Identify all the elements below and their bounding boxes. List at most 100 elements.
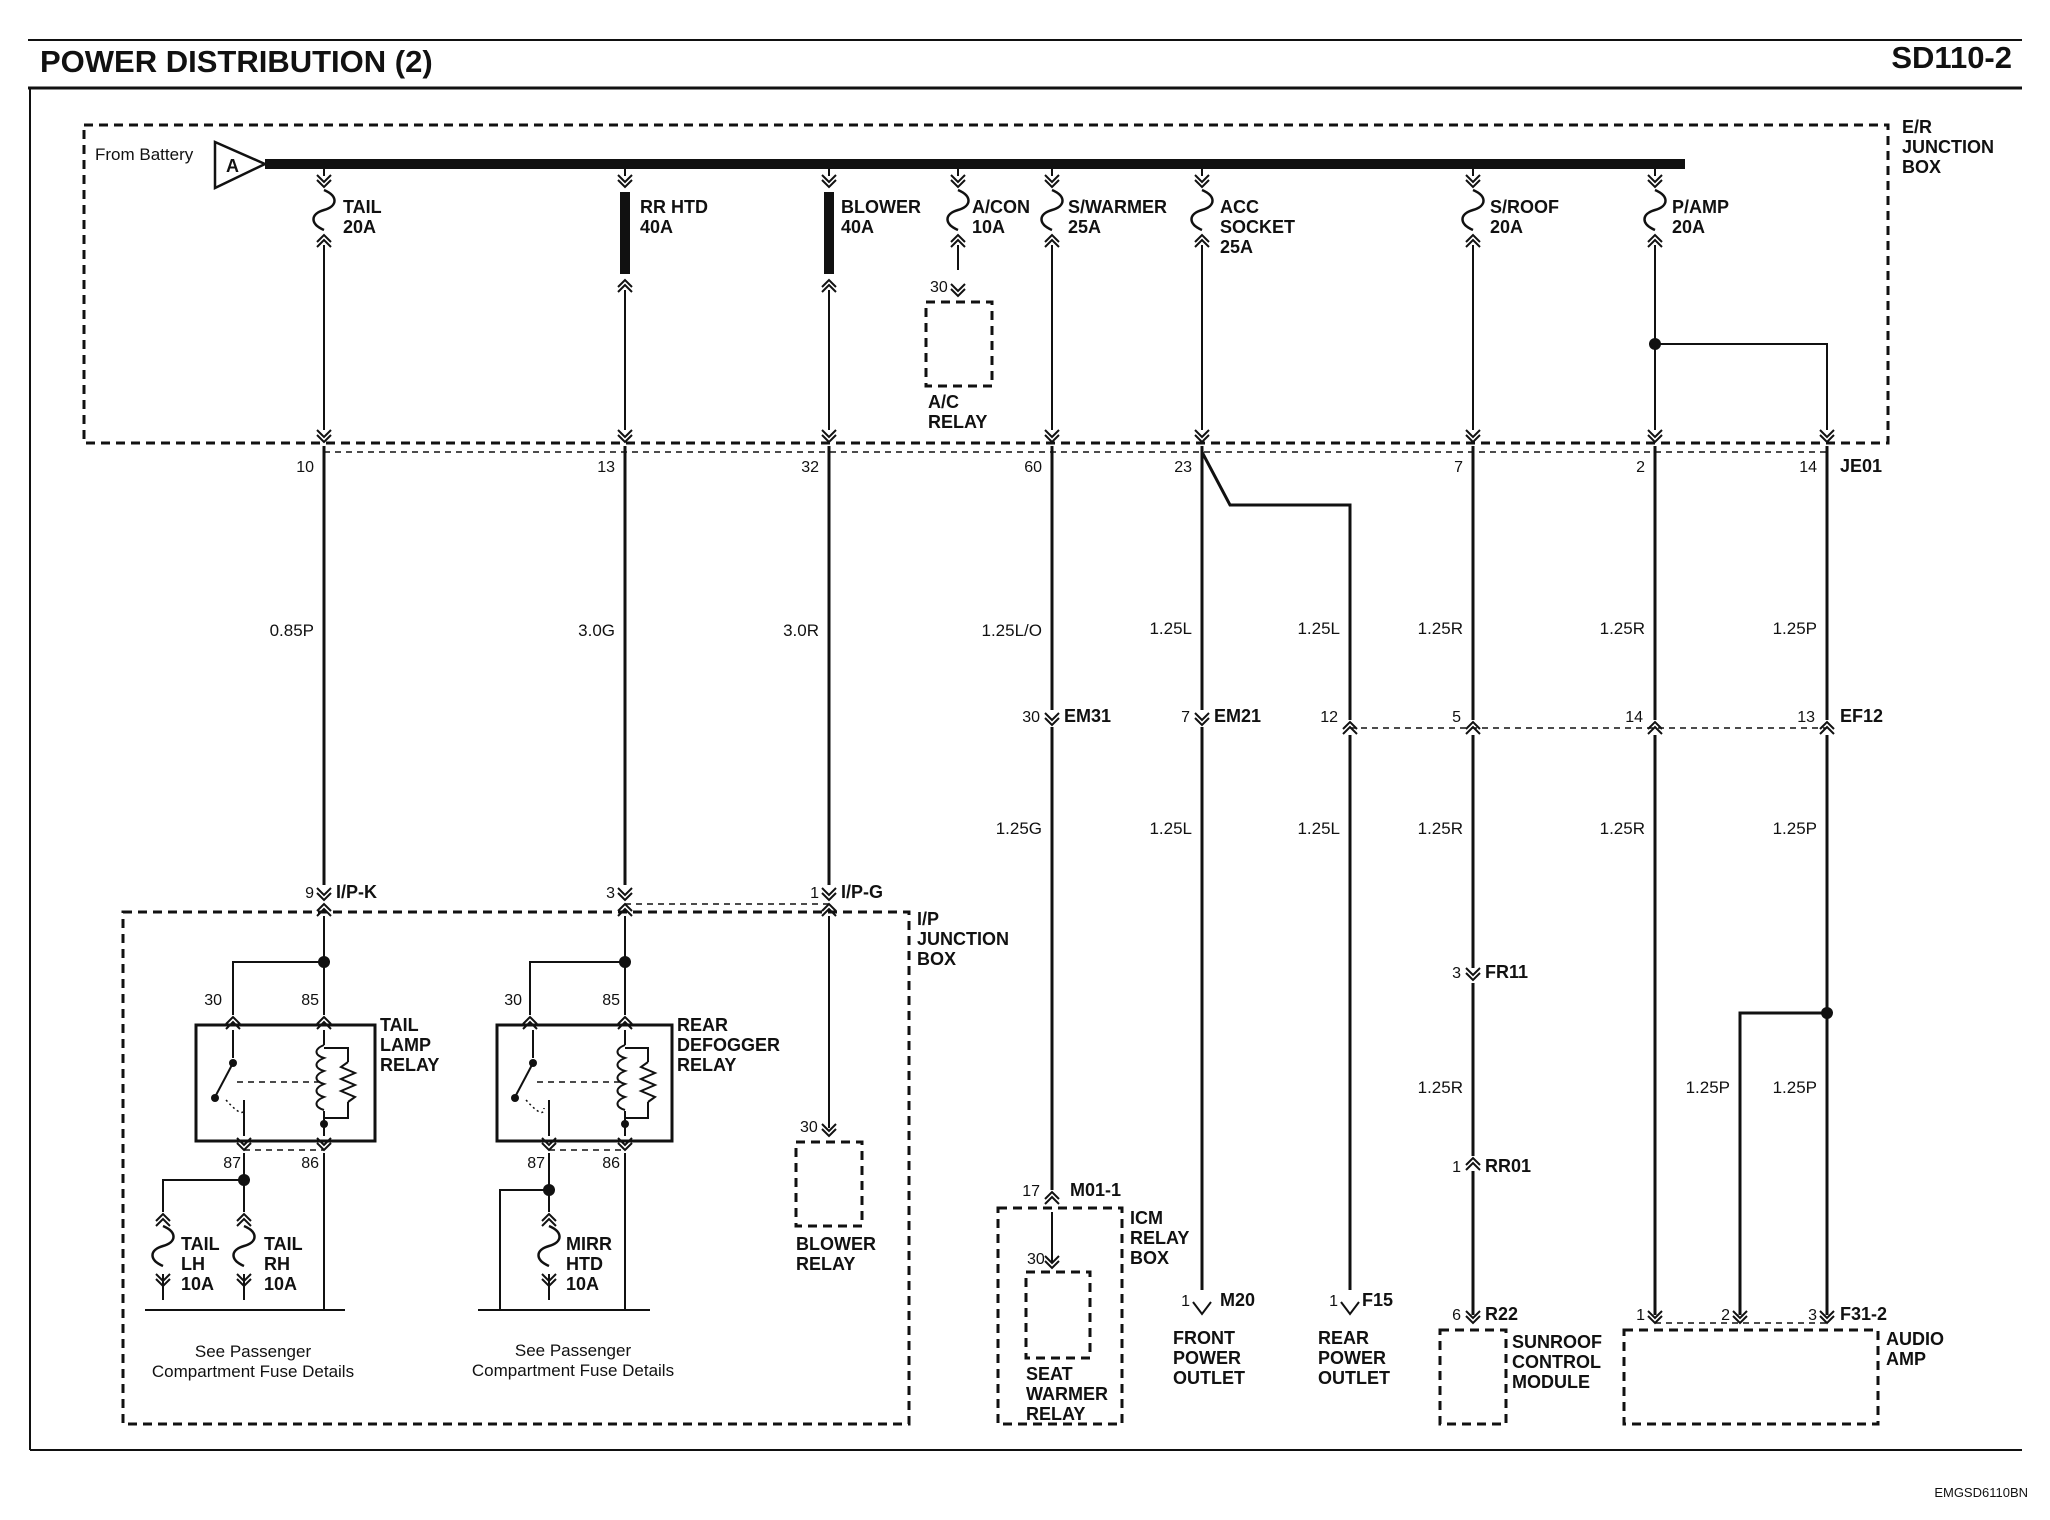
seat-warmer-label-1: SEAT <box>1026 1364 1073 1384</box>
tail-fuses <box>145 1153 345 1311</box>
fuse-tail-name: TAIL <box>343 197 382 217</box>
fuse-s-warmer-rating: 25A <box>1068 217 1101 237</box>
wire-labels-upper: 0.85P 3.0G 3.0R 1.25L/O 1.25L 1.25L 1.25… <box>270 619 1817 640</box>
svg-text:M20: M20 <box>1220 1290 1255 1310</box>
battery-connector-label: A <box>226 156 239 176</box>
tail-relay-label-1: TAIL <box>380 1015 419 1035</box>
svg-text:M01-1: M01-1 <box>1070 1180 1121 1200</box>
header: POWER DISTRIBUTION (2) SD110-2 <box>28 39 2022 1451</box>
mirr-htd-fuse <box>478 1153 650 1311</box>
rear-defogger-relay <box>495 916 674 1151</box>
svg-text:1.25R: 1.25R <box>1600 619 1645 638</box>
svg-text:1.25R: 1.25R <box>1418 619 1463 638</box>
svg-text:R22: R22 <box>1485 1304 1518 1324</box>
tail-relay-pin-30: 30 <box>204 992 222 1009</box>
svg-text:FR11: FR11 <box>1485 962 1528 982</box>
svg-text:1.25L: 1.25L <box>1297 819 1340 838</box>
fuse-blower-40a <box>821 169 837 443</box>
fuse-tail-lh-label-3: 10A <box>181 1274 214 1294</box>
connector-rr01: 1 RR01 <box>1452 1156 1531 1176</box>
audio-wire-label-b: 1.25P <box>1773 1078 1817 1097</box>
svg-text:1.25L/O: 1.25L/O <box>982 621 1043 640</box>
fuse-rr-htd-40a <box>617 169 633 443</box>
svg-text:EM21: EM21 <box>1214 706 1261 726</box>
tail-lamp-relay <box>194 916 377 1151</box>
svg-text:F15: F15 <box>1362 1290 1393 1310</box>
tail-relay-pin-87: 87 <box>223 1155 241 1172</box>
ip-box-label-2: JUNCTION <box>917 929 1009 949</box>
svg-text:6: 6 <box>1452 1307 1461 1324</box>
icm-relay-box <box>996 1206 1124 1426</box>
fuse-s-roof-20a <box>1461 169 1485 443</box>
svg-text:1.25R: 1.25R <box>1418 819 1463 838</box>
svg-text:I/P-G: I/P-G <box>841 882 883 902</box>
defog-relay-pin-87: 87 <box>527 1155 545 1172</box>
front-outlet-label-2: POWER <box>1173 1348 1241 1368</box>
svg-text:3.0G: 3.0G <box>578 621 615 640</box>
fuse-acon-rating: 10A <box>972 217 1005 237</box>
ip-junction-box <box>121 910 911 1426</box>
fuse-acc-socket-25a <box>1190 169 1214 443</box>
svg-text:23: 23 <box>1174 459 1192 476</box>
fuse-tail-20a <box>312 169 336 443</box>
connector-em21: 7 EM21 <box>1181 706 1261 726</box>
fuse-blower-name: BLOWER <box>841 197 921 217</box>
tail-relay-pin-86: 86 <box>301 1155 319 1172</box>
connector-em31: 30 EM31 <box>1022 706 1111 726</box>
svg-text:10: 10 <box>296 459 314 476</box>
defog-relay-pin-30: 30 <box>504 992 522 1009</box>
see-passenger-note-1: See Passenger <box>195 1342 312 1361</box>
svg-text:1.25L: 1.25L <box>1149 819 1192 838</box>
blower-relay-label-2: RELAY <box>796 1254 855 1274</box>
connector-m01-1: 17 M01-1 <box>1022 1180 1121 1205</box>
ip-box-label-3: BOX <box>917 949 956 969</box>
svg-text:30: 30 <box>1022 709 1040 726</box>
fuse-mirr-label-1: MIRR <box>566 1234 612 1254</box>
svg-text:60: 60 <box>1024 459 1042 476</box>
svg-text:32: 32 <box>801 459 819 476</box>
tail-relay-label-3: RELAY <box>380 1055 439 1075</box>
rear-outlet-label-3: OUTLET <box>1318 1368 1390 1388</box>
fuse-acon-10a <box>946 169 970 297</box>
connector-m20: 1 M20 <box>1181 1290 1255 1316</box>
defog-relay-pin-86: 86 <box>602 1155 620 1172</box>
sunroof-module-label-2: CONTROL <box>1512 1352 1601 1372</box>
svg-text:13: 13 <box>597 459 615 476</box>
ip-box-label-1: I/P <box>917 909 939 929</box>
fuse-acc-name: ACC <box>1220 197 1259 217</box>
svg-text:5: 5 <box>1452 709 1461 726</box>
defog-relay-label-1: REAR <box>677 1015 728 1035</box>
svg-text:12: 12 <box>1320 709 1338 726</box>
svg-text:3: 3 <box>606 885 615 902</box>
fuse-blower-rating: 40A <box>841 217 874 237</box>
fuse-tail-rating: 20A <box>343 217 376 237</box>
tail-relay-label-2: LAMP <box>380 1035 431 1055</box>
svg-text:1.25G: 1.25G <box>996 819 1042 838</box>
front-outlet-label-1: FRONT <box>1173 1328 1235 1348</box>
ac-relay-label-1: A/C <box>928 392 959 412</box>
see-passenger-note-2: See Passenger <box>515 1341 632 1360</box>
fuse-p-amp-rating: 20A <box>1672 217 1705 237</box>
defog-relay-pin-85: 85 <box>602 992 620 1009</box>
svg-text:1: 1 <box>1636 1307 1645 1324</box>
audio-amp-label-1: AUDIO <box>1886 1329 1944 1349</box>
fuse-rr-htd-name: RR HTD <box>640 197 708 217</box>
svg-text:1: 1 <box>810 885 819 902</box>
svg-text:17: 17 <box>1022 1183 1040 1200</box>
er-junction-box <box>82 123 1890 445</box>
connector-f15: 1 F15 <box>1329 1290 1393 1316</box>
fuse-s-warmer-name: S/WARMER <box>1068 197 1167 217</box>
rear-outlet-label-2: POWER <box>1318 1348 1386 1368</box>
seat-warmer-relay <box>1024 1270 1092 1360</box>
svg-text:RR01: RR01 <box>1485 1156 1531 1176</box>
main-wires <box>322 446 1833 1315</box>
connector-r22: 6 R22 <box>1452 1304 1518 1324</box>
er-box-label-3: BOX <box>1902 157 1941 177</box>
fuse-s-warmer-25a <box>1040 169 1064 443</box>
svg-text:14: 14 <box>1625 709 1643 726</box>
je01-connector-label: JE01 <box>1840 456 1882 476</box>
fuse-mirr-label-2: HTD <box>566 1254 603 1274</box>
fuse-s-roof-name: S/ROOF <box>1490 197 1559 217</box>
svg-text:3: 3 <box>1452 965 1461 982</box>
fuse-tail-rh-label-2: RH <box>264 1254 290 1274</box>
